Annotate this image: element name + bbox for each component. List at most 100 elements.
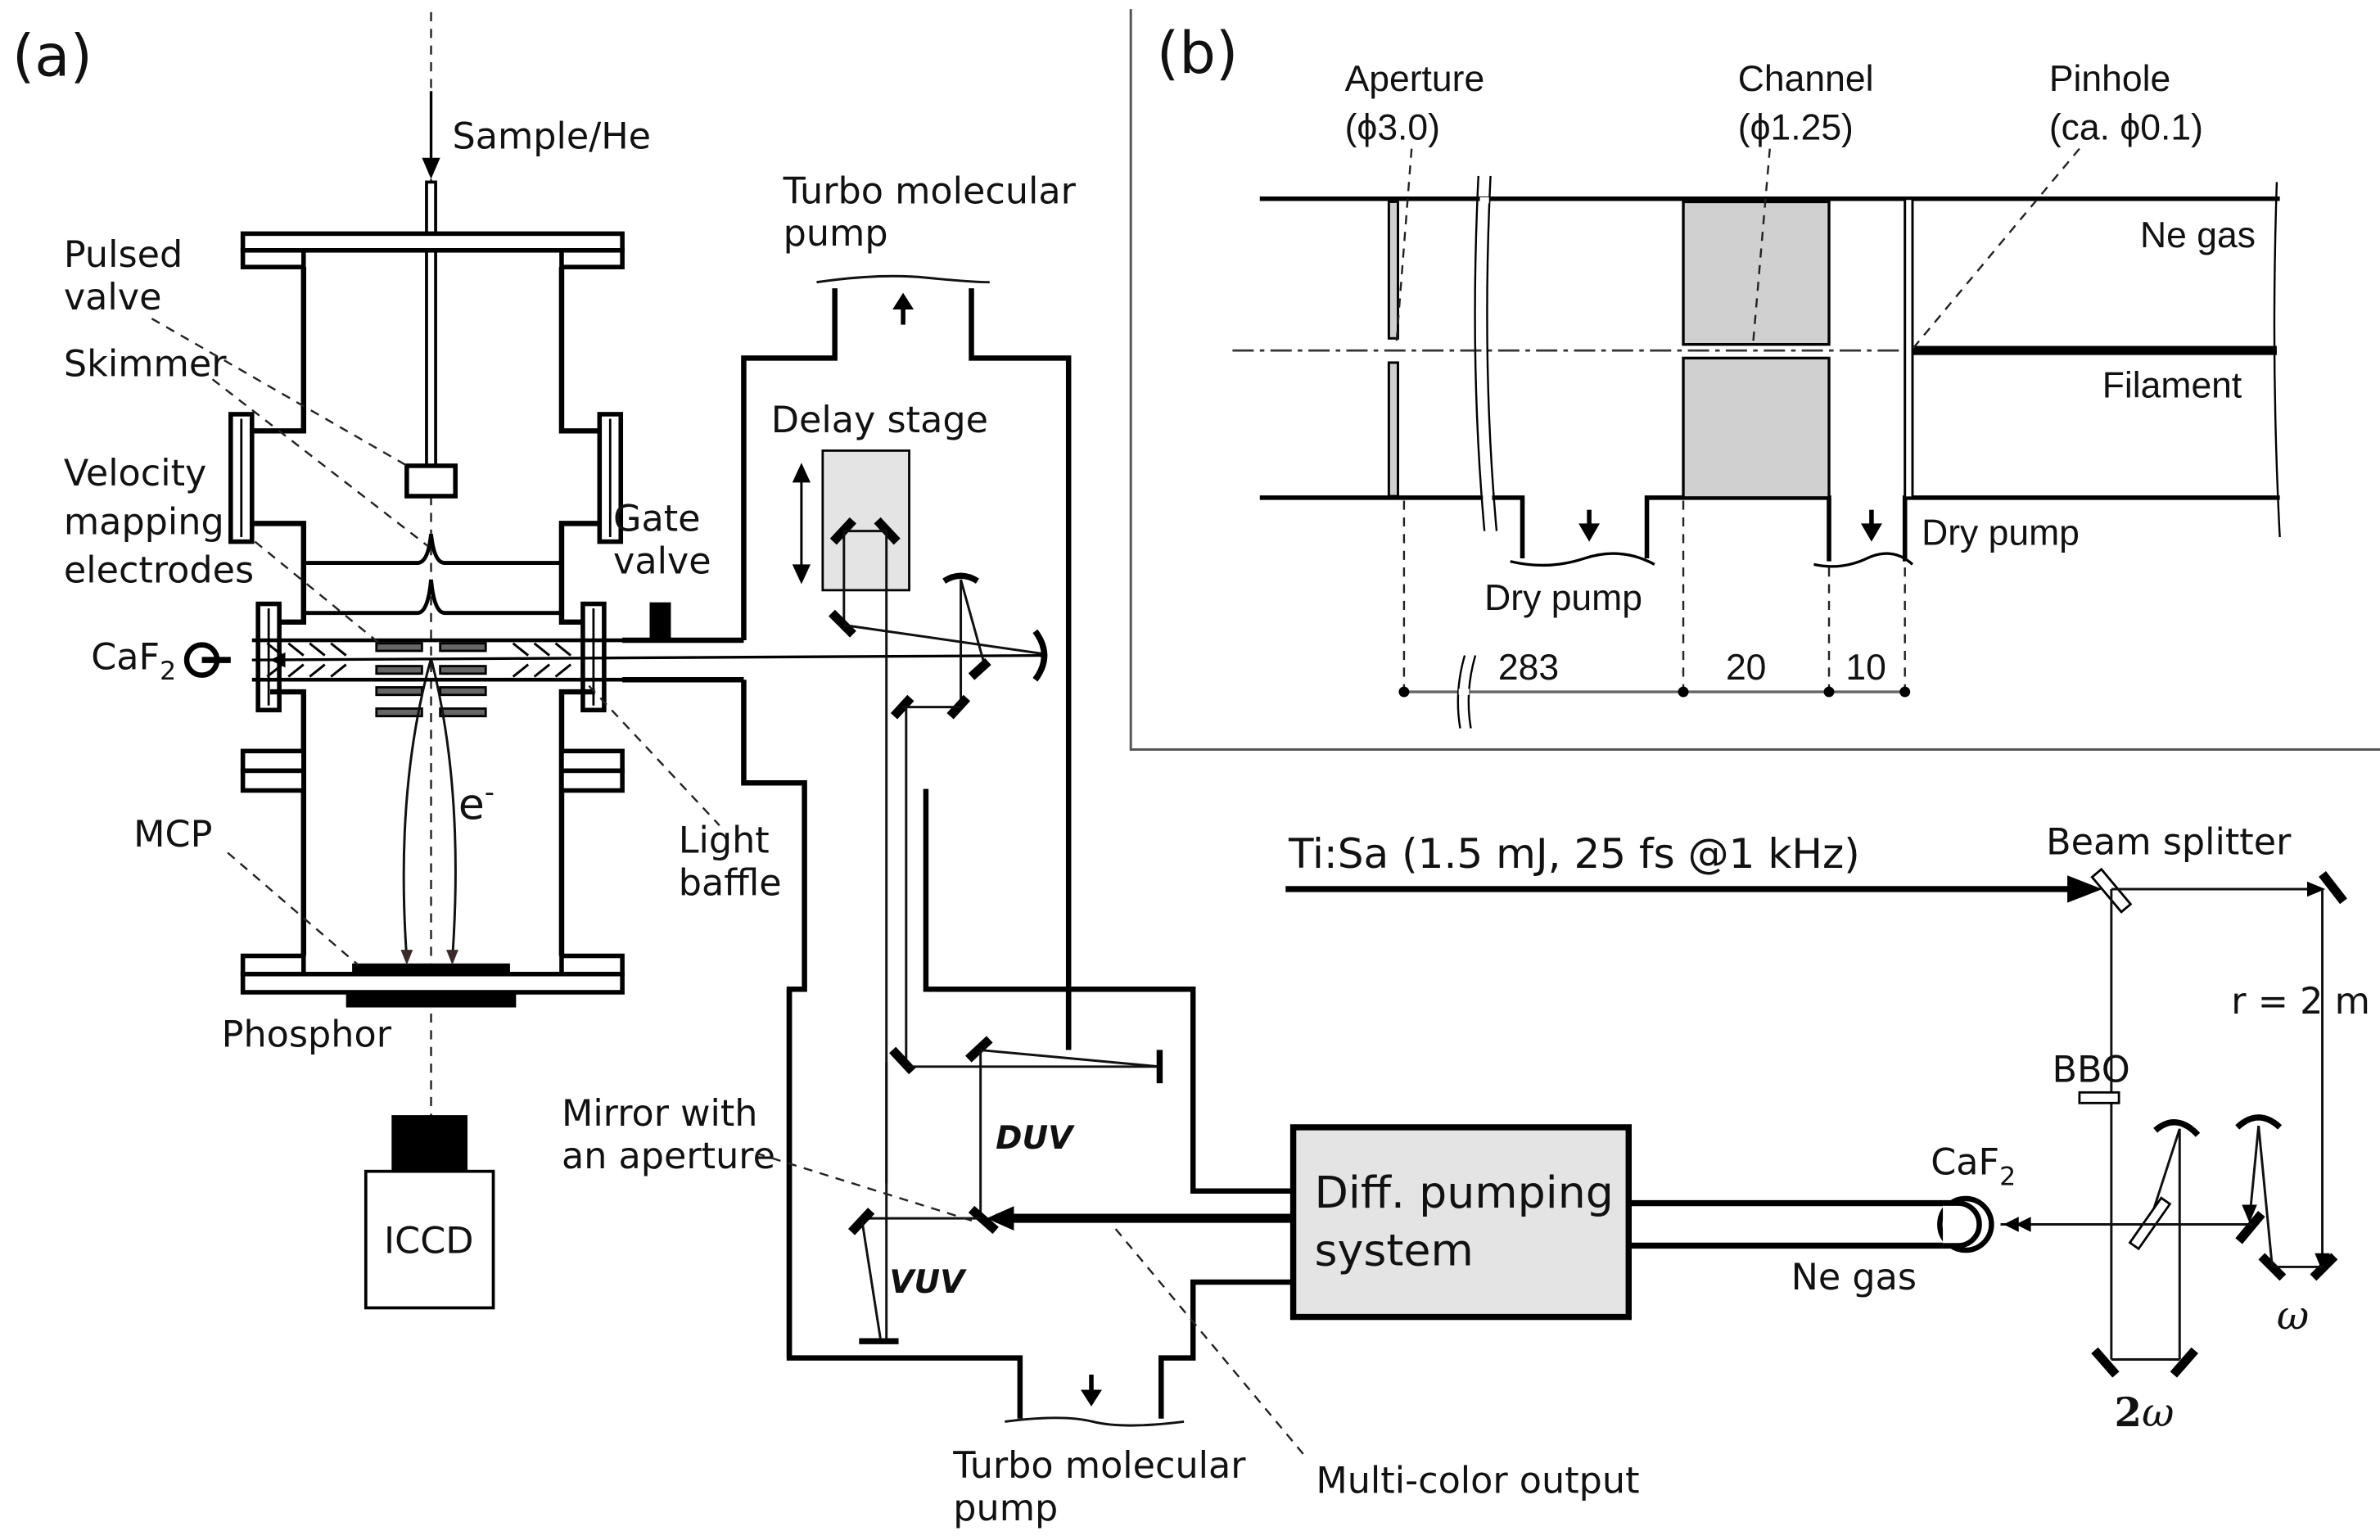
- bbo-crystal: [2078, 1091, 2120, 1104]
- channel-label-1: Channel: [1738, 59, 1874, 99]
- vuv-label: VUV: [889, 1264, 967, 1301]
- aperture-plate-top: [1387, 200, 1399, 340]
- aperture-mirror[interactable]: [968, 1205, 999, 1235]
- panel-a-label: (a): [12, 23, 93, 90]
- iccd-lens: [391, 1115, 468, 1173]
- mcp-label: MCP: [133, 814, 212, 856]
- gate-valve: [649, 602, 671, 641]
- mcp-detector: [352, 963, 510, 974]
- beam-splitter-label: Beam splitter: [2046, 821, 2292, 863]
- panel-b: (b) Aperture (ϕ3.0) Channel (ϕ1.25) Pinh…: [1129, 9, 2380, 751]
- panel-a: (a) Sample/He: [12, 11, 2370, 1529]
- steering-mirror: [829, 609, 856, 638]
- beam-tube-vmi: [251, 638, 1048, 682]
- pinhole-label-2: (ca. ϕ0.1): [2049, 108, 2203, 148]
- filament-label: Filament: [2102, 366, 2242, 406]
- vmi-label-2: mapping: [64, 501, 224, 543]
- radius-label: r = 2 m: [2231, 981, 2370, 1023]
- dry-pump-left-label: Dry pump: [1484, 578, 1642, 618]
- gate-valve-label-2: valve: [613, 541, 711, 583]
- arrow-down-icon: [1860, 523, 1882, 542]
- vmi-electrodes: [375, 642, 487, 718]
- mirror-aperture-label-1: Mirror with: [562, 1093, 758, 1135]
- delay-stage-label: Delay stage: [771, 400, 988, 441]
- vmi-chamber: [228, 231, 625, 995]
- ne-gas-label-b: Ne gas: [2140, 215, 2256, 255]
- tmp-bottom-label-1: Turbo molecular: [952, 1445, 1246, 1487]
- gas-feed-tube: [425, 180, 437, 469]
- dry-pump-right-label: Dry pump: [1922, 513, 2080, 553]
- channel-label-2: (ϕ1.25): [1738, 108, 1854, 148]
- arrow-left-icon: [987, 1206, 1014, 1231]
- gate-valve-label-1: Gate: [613, 499, 701, 540]
- output-chamber: [786, 788, 1294, 1427]
- duv-label: DUV: [996, 1120, 1075, 1157]
- curved-mirror-omega: [2235, 1114, 2283, 1130]
- mirror-aperture-label-2: an aperture: [562, 1136, 775, 1177]
- curved-mirror-top: [942, 572, 979, 584]
- diff-pump-label-2: system: [1315, 1225, 1474, 1276]
- tmp-top-label-2: pump: [784, 213, 888, 255]
- axis-break: [1474, 175, 1486, 531]
- tube-wall-bottom: [1259, 495, 1525, 558]
- arrow-left-icon: [270, 652, 286, 668]
- bbo-label: BBO: [2053, 1049, 2130, 1091]
- skimmer-label: Skimmer: [64, 344, 227, 386]
- ne-gas-label: Ne gas: [1791, 1257, 1917, 1298]
- electron-label: e-: [458, 775, 495, 829]
- sample-he-label: Sample/He: [452, 116, 651, 158]
- arrow-right-icon: [2067, 875, 2102, 903]
- arrow-down-icon: [1081, 1389, 1102, 1407]
- arrow-right-icon: [2307, 881, 2326, 897]
- tmp-top-label-1: Turbo molecular: [783, 170, 1077, 212]
- iccd-label: ICCD: [384, 1221, 473, 1262]
- multi-color-output-label: Multi-color output: [1316, 1461, 1639, 1502]
- light-baffle-label-1: Light: [679, 820, 770, 862]
- two-omega-label: 2ω: [2115, 1390, 2175, 1436]
- tmp-bottom-label-2: pump: [953, 1488, 1058, 1529]
- caf2-right-label: CaF2: [1931, 1141, 2016, 1191]
- arrow-up-icon: [892, 292, 915, 310]
- aperture-label-1: Aperture: [1345, 59, 1485, 99]
- phosphor-screen: [345, 991, 517, 1008]
- arrow-down-icon: [422, 157, 440, 179]
- phosphor-label: Phosphor: [222, 1014, 392, 1056]
- channel-block-top: [1682, 200, 1831, 346]
- aperture-plate-bottom: [1387, 361, 1399, 498]
- diff-pump-label-1: Diff. pumping: [1315, 1167, 1614, 1218]
- dimension-283: 283: [1498, 648, 1559, 688]
- pulsed-valve-label-1: Pulsed: [64, 234, 183, 276]
- arrow-down-icon: [1578, 523, 1601, 542]
- pinhole-plate: [1904, 197, 1914, 499]
- vmi-label-3: electrodes: [64, 550, 254, 592]
- dimension-lines: [1398, 500, 1911, 729]
- aperture-label-2: (ϕ3.0): [1345, 108, 1440, 148]
- arrow-left-icon: [2016, 1217, 2031, 1232]
- panel-b-frame: [1129, 9, 2380, 751]
- electron-trajectory-left: [402, 657, 432, 960]
- vmi-label-1: Velocity: [64, 453, 206, 495]
- caf2-left-label: CaF2: [91, 636, 176, 686]
- electron-trajectory-right: [430, 657, 457, 960]
- laser-label: Ti:Sa (1.5 mJ, 25 fs @1 kHz): [1288, 830, 1860, 878]
- dimension-10: 10: [1845, 648, 1885, 688]
- pulsed-valve: [404, 463, 458, 499]
- light-baffle-label-2: baffle: [679, 862, 782, 904]
- pinhole-label-1: Pinhole: [2049, 59, 2170, 99]
- arrow-down-icon: [400, 950, 413, 965]
- diff-pumping-system[interactable]: [1289, 1124, 1633, 1321]
- arrow-down-icon: [792, 564, 811, 585]
- iccd-camera[interactable]: [364, 1169, 495, 1310]
- arrow-down-icon: [2242, 1204, 2257, 1223]
- arrow-left-icon: [2003, 1217, 2019, 1232]
- curved-mirror-2omega: [2153, 1119, 2201, 1137]
- channel-block-bottom: [1682, 356, 1831, 499]
- omega-label: ω: [2277, 1293, 2309, 1339]
- arrow-up-icon: [792, 463, 811, 483]
- focusing-mirror-right: [1032, 629, 1048, 682]
- delay-stage[interactable]: [821, 449, 910, 592]
- pulsed-valve-label-2: valve: [64, 277, 162, 318]
- panel-b-label: (b): [1157, 20, 1239, 87]
- arrow-down-icon: [446, 950, 458, 965]
